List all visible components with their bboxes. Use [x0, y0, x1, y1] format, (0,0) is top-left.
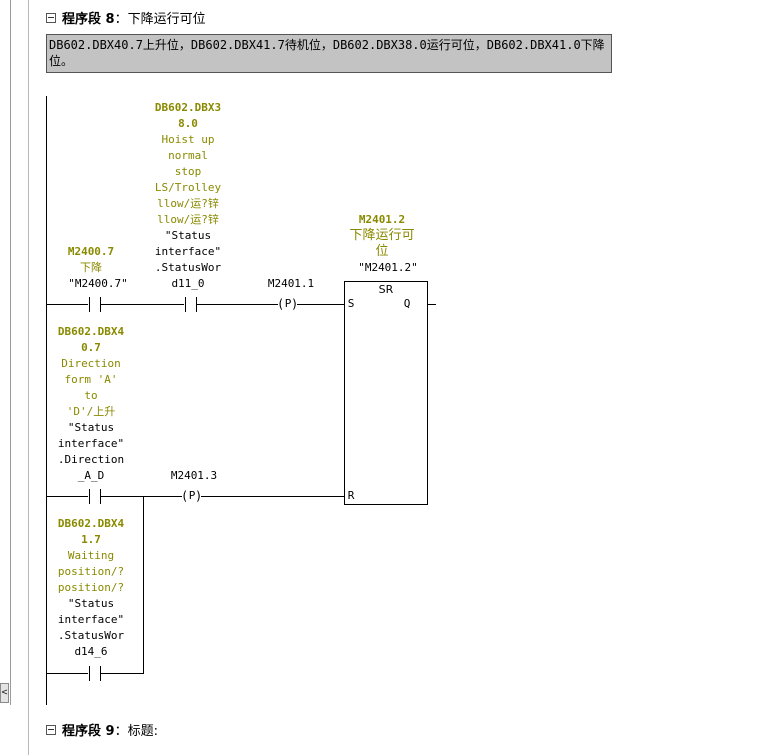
segment-8-title: 下降运行可位 — [127, 12, 206, 27]
segment-9-prefix: 程序段 — [62, 724, 102, 739]
segment-8-colon: ： — [114, 12, 128, 27]
sr-box-type: SR — [378, 283, 394, 296]
contact-db40-7-comment-3: to — [84, 389, 98, 402]
contact-db40-7-symbol-2: interface" — [57, 437, 125, 450]
svg-text:): ) — [195, 489, 202, 503]
scroll-left-button[interactable]: < — [0, 683, 9, 703]
contact-db41-7-address-2[interactable]: 1.7 — [81, 533, 101, 546]
contact-db40-7-comment-4: 'D'/上升 — [66, 405, 116, 418]
edge-reset-coil[interactable]: ( — [181, 489, 188, 503]
contact-db38-0-address-2[interactable]: 8.0 — [178, 117, 198, 130]
sr-box-address[interactable]: M2401.2 — [358, 213, 406, 226]
segment-9-number: 9 — [105, 724, 115, 739]
collapse-icon[interactable] — [46, 724, 56, 735]
contact-db41-7-comment-1: Waiting — [67, 549, 115, 562]
contact-db41-7-symbol-4: d14_6 — [74, 645, 108, 658]
edge-set-letter: P — [284, 297, 292, 310]
contact-db40-7-address-1[interactable]: DB602.DBX4 — [57, 325, 125, 338]
contact-db41-7-comment-3: position/? — [57, 581, 125, 594]
segment-8-header[interactable]: 程序段 8：下降运行可位 — [46, 8, 206, 27]
segment-9-title: 标题: — [127, 724, 158, 739]
contact-db40-7-symbol-4: _A_D — [77, 469, 105, 482]
contact-db38-0-comment-3: stop — [174, 165, 202, 178]
contact-db41-7-symbol-2: interface" — [57, 613, 125, 626]
contact-db40-7-address-2[interactable]: 0.7 — [81, 341, 101, 354]
segment-9-header[interactable]: 程序段 9：标题: — [46, 720, 158, 739]
contact-m2400-7-address[interactable]: M2400.7 — [67, 245, 115, 258]
edge-set-address[interactable]: M2401.1 — [267, 277, 315, 290]
contact-db38-0-symbol-3: .StatusWor — [154, 261, 222, 274]
contact-db38-0-comment-5: llow/运?锌 — [157, 197, 219, 210]
contact-db41-7-symbol-1: "Status — [67, 597, 115, 610]
segment-8-prefix: 程序段 — [62, 12, 102, 27]
segment-8-number: 8 — [105, 12, 115, 27]
left-panel-edge — [0, 0, 11, 705]
sr-box-symbol: "M2401.2" — [358, 261, 418, 274]
contact-db38-0-symbol-4: d11_0 — [171, 277, 205, 290]
contact-db38-0-symbol-1: "Status — [164, 229, 212, 242]
contact-db41-7-comment-2: position/? — [57, 565, 125, 578]
contact-db41-7-address-1[interactable]: DB602.DBX4 — [57, 517, 125, 530]
collapse-icon[interactable] — [46, 12, 56, 23]
sr-pin-s: S — [347, 297, 355, 310]
contact-db38-0-comment-4: LS/Trolley — [154, 181, 222, 194]
segment-9-colon: ： — [114, 724, 128, 739]
sr-pin-q: Q — [403, 297, 411, 310]
contact-db38-0-comment-2: normal — [168, 149, 208, 162]
contact-m2400-7-comment: 下降 — [80, 261, 102, 274]
segment-8-comment[interactable]: DB602.DBX40.7上升位，DB602.DBX41.7待机位，DB602.… — [46, 34, 612, 73]
contact-db40-7-comment-1: Direction — [61, 357, 121, 370]
contact-db38-0-address-1[interactable]: DB602.DBX3 — [154, 101, 222, 114]
contact-db40-7-symbol-1: "Status — [67, 421, 115, 434]
sr-box-comment-2: 位 — [375, 244, 389, 259]
editor-left-rule — [28, 0, 29, 755]
sr-pin-r: R — [347, 489, 355, 502]
contact-db40-7-symbol-3: .Direction — [57, 453, 125, 466]
edge-reset-letter: P — [188, 489, 196, 502]
contact-db38-0-comment-6: llow/运?锌 — [157, 213, 219, 226]
contact-m2400-7-symbol-name: "M2400.7" — [68, 277, 128, 290]
sr-box-comment-1: 下降运行可 — [349, 228, 415, 243]
contact-db41-7-symbol-3: .StatusWor — [57, 629, 125, 642]
contact-db40-7-comment-2: form 'A' — [64, 373, 118, 386]
contact-db38-0-comment-1: Hoist up — [161, 133, 215, 146]
sr-box[interactable] — [344, 281, 428, 505]
edge-reset-address[interactable]: M2401.3 — [170, 469, 218, 482]
contact-db38-0-symbol-2: interface" — [154, 245, 222, 258]
svg-text:): ) — [291, 297, 298, 311]
edge-set-coil[interactable]: ( — [277, 297, 284, 311]
